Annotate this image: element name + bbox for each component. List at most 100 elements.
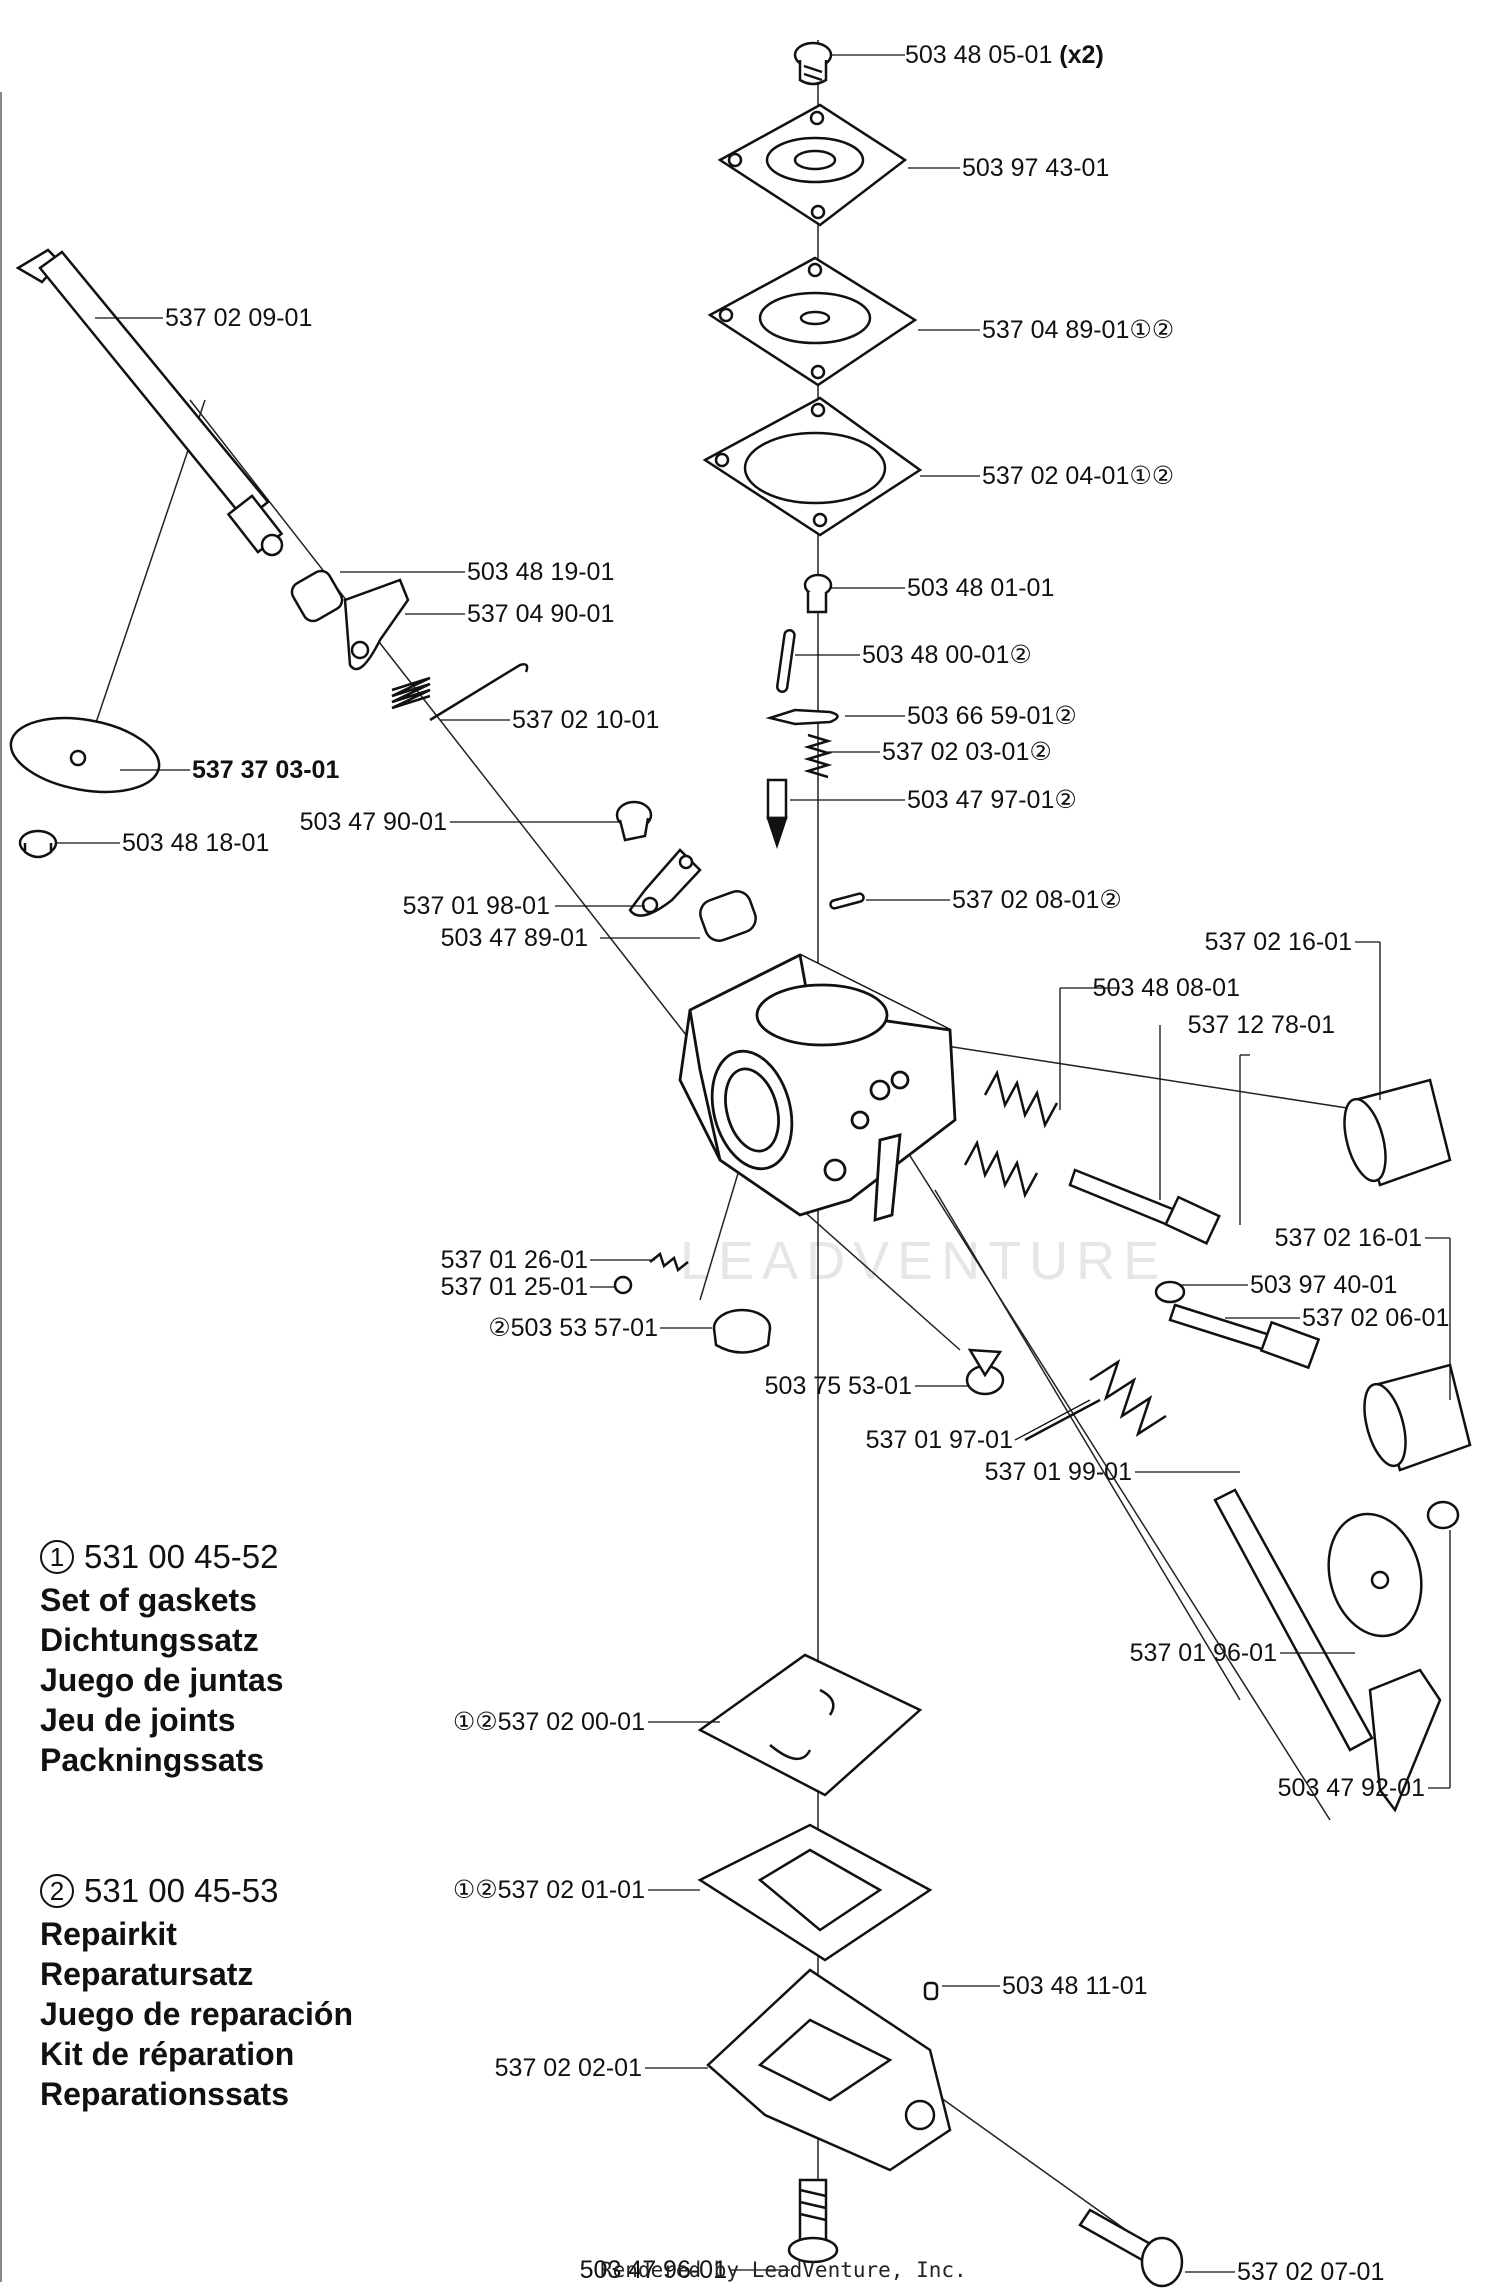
part-number: 537 37 03-01 — [192, 756, 339, 784]
part-label-p33: 503 47 92-01 — [1278, 1774, 1425, 1802]
part-number: 503 47 92-01 — [1278, 1774, 1425, 1802]
part-number: 503 48 08-01 — [1093, 974, 1240, 1002]
part-label-p01: 503 48 05-01 (x2) — [905, 41, 1104, 69]
part-label-p23: 537 02 16-01 — [1275, 1224, 1422, 1252]
part-number: 537 02 03-01 — [882, 738, 1029, 766]
part-label-p37: 537 02 02-01 — [495, 2054, 642, 2082]
part-label-p29: 503 75 53-01 — [765, 1372, 912, 1400]
part-label-p14: 537 02 10-01 — [512, 706, 659, 734]
bottom-screw-axis-line — [929, 2089, 1141, 2241]
part-label-p11: 537 02 09-01 — [165, 304, 312, 332]
part-number: 537 04 89-01 — [982, 316, 1129, 344]
check-spring-shape — [613, 1251, 689, 1295]
sleeve-shape — [699, 890, 757, 942]
part-label-p09: 503 47 97-01② — [907, 786, 1077, 814]
watermark: LEADVENTURE — [680, 1231, 1168, 1291]
part-number: 537 02 10-01 — [512, 706, 659, 734]
leader-lines — [55, 54, 1451, 2273]
part-number: 503 66 59-01 — [907, 702, 1054, 730]
return-spring-shape — [391, 663, 529, 722]
part-label-p38: 503 47 96-01 — [580, 2256, 727, 2284]
part-label-p07: 503 66 59-01② — [907, 702, 1077, 730]
kit-markers: ② — [1009, 641, 1031, 669]
part-number: 503 48 00-01 — [862, 641, 1009, 669]
part-label-p08: 537 02 03-01② — [882, 738, 1052, 766]
lever-shape — [765, 708, 839, 726]
kit-legend-2: 2 531 00 45-53 Repairkit Reparatursatz J… — [40, 1872, 353, 2114]
body-screw-shape — [965, 1348, 1005, 1396]
diaphragm-shape — [707, 256, 918, 387]
part-number: 537 01 98-01 — [403, 892, 550, 920]
kit-markers: ①② — [453, 1708, 498, 1736]
part-number: 537 02 04-01 — [982, 462, 1129, 490]
part-label-p28: ②503 53 57-01 — [488, 1314, 658, 1342]
kit-1-name-de: Dichtungssatz — [40, 1622, 259, 1658]
part-number: 537 02 02-01 — [495, 2054, 642, 2082]
part-label-p35: ①②537 02 01-01 — [453, 1876, 645, 1904]
small-screw-shape — [803, 573, 833, 614]
kit-2-name-es: Juego de reparación — [40, 1996, 353, 2032]
part-number: 537 02 09-01 — [165, 304, 312, 332]
footer-credit: Rendered by LeadVenture, Inc. — [600, 2258, 967, 2282]
part-number: 537 02 08-01 — [952, 886, 1099, 914]
kit-markers: ② — [1099, 886, 1121, 914]
kit-1-name-es: Juego de juntas — [40, 1662, 284, 1698]
part-number: 537 02 07-01 — [1237, 2258, 1384, 2286]
kit-legend-1: 1 531 00 45-52 Set of gaskets Dichtungss… — [40, 1538, 284, 1780]
part-number: 503 47 90-01 — [300, 808, 447, 836]
kit-2-name-fr: Kit de réparation — [40, 2036, 295, 2072]
pin-shape — [775, 628, 796, 693]
part-number: 537 02 01-01 — [498, 1876, 645, 1904]
pump-gasket-shape — [697, 1823, 933, 1962]
part-number: 503 48 19-01 — [467, 558, 614, 586]
kit-markers: ①② — [453, 1876, 498, 1904]
part-number: 503 53 57-01 — [511, 1314, 658, 1342]
part-label-p36: 503 48 11-01 — [1002, 1972, 1148, 2000]
metering-gasket-shape — [697, 1653, 923, 1797]
gasket-shape — [702, 396, 923, 537]
stop-lever-shape — [628, 848, 702, 917]
part-number: 503 47 89-01 — [441, 924, 588, 952]
kit-markers: ② — [1054, 786, 1076, 814]
kit-2-name-sv: Reparationssats — [40, 2076, 289, 2112]
needle-axis-line — [934, 1189, 1241, 1701]
top-screw-shape — [793, 41, 833, 86]
kit-markers: ② — [1029, 738, 1051, 766]
part-number: 537 02 16-01 — [1275, 1224, 1422, 1252]
part-label-p30: 537 01 97-01 — [866, 1426, 1013, 1454]
part-label-p12: 503 48 19-01 — [467, 558, 614, 586]
part-label-p24: 503 97 40-01 — [1250, 1271, 1397, 1299]
throttle-lever-shape — [343, 578, 410, 671]
throttle-plate-shape — [9, 716, 161, 794]
part-label-p26: 537 01 26-01 — [441, 1246, 588, 1274]
choke-axis-line — [899, 1139, 1331, 1821]
part-label-p15: 537 37 03-01 — [192, 756, 339, 784]
part-label-p13: 537 04 90-01 — [467, 600, 614, 628]
pump-cover-shape — [717, 103, 908, 227]
choke-shaft-shape — [1213, 1488, 1460, 1813]
kit-2-header: 2 531 00 45-53 — [40, 1872, 353, 1910]
part-label-p17: 503 47 90-01 — [300, 808, 447, 836]
kit-2-name-de: Reparatursatz — [40, 1956, 254, 1992]
kit-1-number: 531 00 45-52 — [84, 1538, 279, 1575]
adjuster-needles-shape — [1068, 1168, 1321, 1370]
part-label-p06: 503 48 00-01② — [862, 641, 1032, 669]
part-label-p25: 537 02 06-01 — [1302, 1304, 1449, 1332]
part-number: 537 04 90-01 — [467, 600, 614, 628]
part-label-p05: 503 48 01-01 — [907, 574, 1054, 602]
part-number: 537 02 00-01 — [498, 1708, 645, 1736]
part-label-p21: 503 48 08-01 — [1093, 974, 1240, 1002]
part-quantity: (x2) — [1052, 41, 1103, 69]
kit-2-name-en: Repairkit — [40, 1916, 177, 1952]
needle-valve-shape — [766, 778, 788, 849]
kit-2-symbol: 2 — [40, 1874, 74, 1908]
part-label-p19: 503 47 89-01 — [441, 924, 588, 952]
part-number: 503 47 97-01 — [907, 786, 1054, 814]
angled-screw-shape — [1078, 2208, 1184, 2288]
kit-markers: ①② — [1129, 462, 1174, 490]
part-number: 503 75 53-01 — [765, 1372, 912, 1400]
filter-screen-shape — [712, 1308, 772, 1354]
part-number: 503 48 18-01 — [122, 829, 269, 857]
